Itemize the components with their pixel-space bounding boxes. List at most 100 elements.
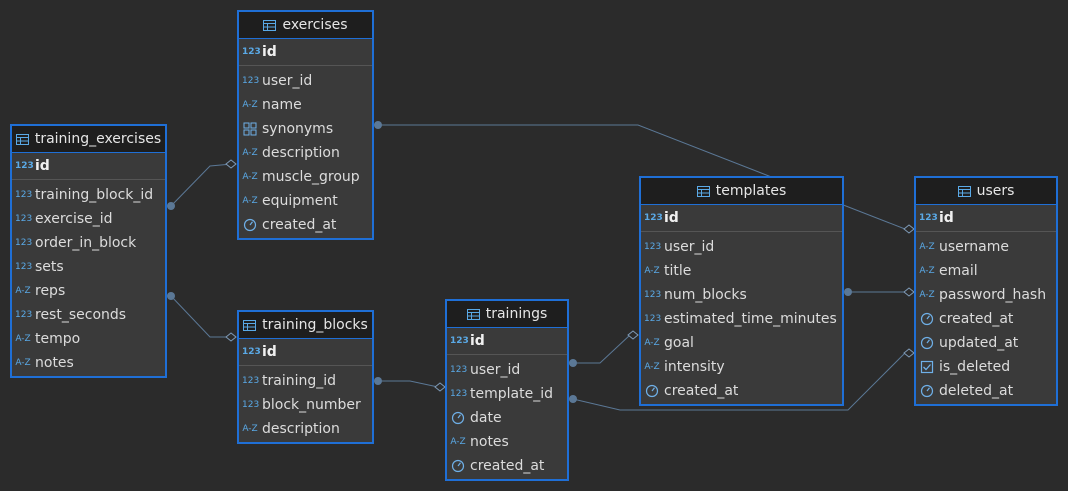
text-type-icon: A-Z xyxy=(15,285,31,296)
numeric-type-icon: 123 xyxy=(15,213,33,224)
relationship-target-diamond xyxy=(225,332,237,342)
numeric-type-icon: 123 xyxy=(644,241,662,252)
column-row[interactable]: A-Z reps xyxy=(12,279,165,303)
column-name: id xyxy=(939,210,954,226)
column-row[interactable]: updated_at xyxy=(916,331,1056,355)
table-header[interactable]: trainings xyxy=(447,301,567,328)
relationship-target-diamond xyxy=(903,348,915,358)
table-header[interactable]: exercises xyxy=(239,12,372,39)
column-row[interactable]: created_at xyxy=(239,213,372,237)
column-name: created_at xyxy=(262,217,337,233)
numeric-type-icon: 123 xyxy=(15,237,33,248)
column-name: password_hash xyxy=(939,287,1047,303)
relationship-training_blocks-trainings[interactable] xyxy=(378,380,439,388)
column-name: user_id xyxy=(262,73,313,89)
relationship-source-dot xyxy=(844,288,852,296)
relationship-training_exercises-exercises[interactable] xyxy=(170,163,233,207)
column-row[interactable]: is_deleted xyxy=(916,355,1056,379)
column-name: synonyms xyxy=(262,121,334,137)
relationship-training_exercises-training_blocks[interactable] xyxy=(170,295,232,338)
numeric-type-icon: 123 xyxy=(644,313,662,324)
text-type-icon: A-Z xyxy=(242,147,258,158)
text-type-icon: A-Z xyxy=(242,423,258,434)
text-type-icon: A-Z xyxy=(919,265,935,276)
column-name: notes xyxy=(35,355,74,371)
relationship-target-diamond xyxy=(434,382,446,392)
column-name: estimated_time_minutes xyxy=(664,311,837,327)
table-header[interactable]: training_blocks xyxy=(239,312,372,339)
timestamp-type-icon xyxy=(920,384,934,398)
numeric-type-icon: 123 xyxy=(450,364,468,375)
numeric-type-icon: 123 xyxy=(644,289,662,300)
column-name: reps xyxy=(35,283,66,299)
numeric-type-icon: 123 xyxy=(450,335,469,346)
timestamp-type-icon xyxy=(920,336,934,350)
text-type-icon: A-Z xyxy=(644,265,660,276)
column-name: title xyxy=(664,263,692,279)
column-row[interactable]: created_at xyxy=(447,454,567,478)
relationship-target-diamond xyxy=(225,159,237,169)
table-header[interactable]: templates xyxy=(641,178,842,205)
column-name: description xyxy=(262,421,340,437)
boolean-type-icon xyxy=(920,360,934,374)
column-name: sets xyxy=(35,259,64,275)
column-row[interactable]: A-Z description xyxy=(239,417,372,441)
column-row[interactable]: created_at xyxy=(916,307,1056,331)
column-row[interactable]: deleted_at xyxy=(916,379,1056,403)
column-name: created_at xyxy=(470,458,545,474)
column-row[interactable]: created_at xyxy=(641,379,842,403)
column-row[interactable]: A-Z title xyxy=(641,259,842,283)
relationship-trainings-templates[interactable] xyxy=(573,334,631,364)
table-title: users xyxy=(976,183,1015,199)
column-row[interactable]: synonyms xyxy=(239,117,372,141)
timestamp-type-icon xyxy=(451,411,465,425)
table-header[interactable]: training_exercises xyxy=(12,126,165,153)
column-row[interactable]: date xyxy=(447,406,567,430)
column-name: user_id xyxy=(664,239,715,255)
column-name: is_deleted xyxy=(939,359,1011,375)
numeric-type-icon: 123 xyxy=(644,212,663,223)
column-name: username xyxy=(939,239,1009,255)
table-header[interactable]: users xyxy=(916,178,1056,205)
